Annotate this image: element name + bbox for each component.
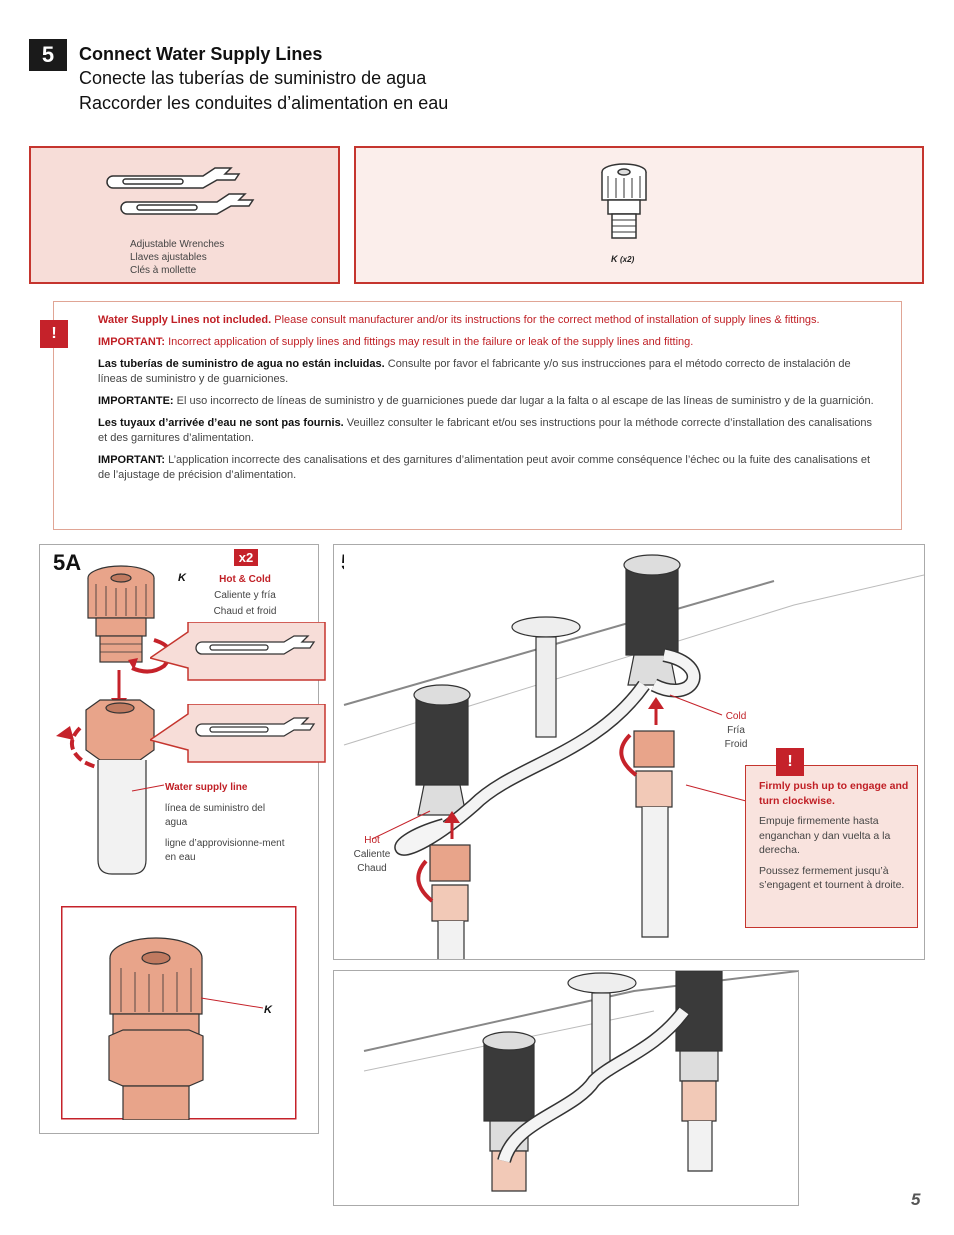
push-instruction-text: Firmly push up to engage and turn clockw…	[759, 779, 911, 899]
supply-line-leader	[131, 784, 165, 792]
qty-badge: x2	[234, 549, 258, 566]
warning-box	[53, 301, 902, 530]
water-supply-fr: ligne d’approvisionne-ment en eau	[165, 838, 285, 863]
step-title-fr: Raccorder les conduites d’alimentation e…	[79, 93, 449, 113]
tools-label: Adjustable Wrenches Llaves ajustables Cl…	[130, 238, 224, 277]
cold-label: Cold Fría Froid	[716, 710, 756, 752]
panel-5b-result	[333, 970, 799, 1206]
push-es: Empuje firmemente hasta enganchan y dan …	[759, 815, 891, 856]
panel-5a	[39, 544, 319, 1134]
hot-fr: Chaud	[357, 863, 387, 874]
page-number: 5	[911, 1190, 921, 1209]
part-k-detail-callout: K	[264, 1004, 272, 1016]
warning-p4-bold: IMPORTANTE:	[98, 395, 174, 407]
step-title-en: Connect Water Supply Lines	[79, 44, 323, 64]
panel-5b	[333, 544, 925, 960]
push-fr: Poussez fermement jusqu’à s’engagent et …	[759, 864, 905, 892]
hot-cold-fr: Chaud et froid	[213, 606, 277, 617]
warning-icon: !	[40, 320, 68, 348]
hot-cold-en: Hot & Cold	[219, 574, 271, 585]
warning-p4-text: El uso incorrecto de líneas de suministr…	[173, 395, 874, 407]
warning-p1-bold: Water Supply Lines not included.	[98, 314, 272, 326]
warning-p6-text: L’application incorrecte des canalisatio…	[98, 454, 871, 481]
part-k-callout: K	[178, 572, 186, 584]
hot-cold-label: Hot & Cold Caliente y fría Chaud et froi…	[205, 572, 285, 620]
push-instruction-box	[745, 765, 918, 928]
water-supply-en: Water supply line	[165, 782, 248, 793]
tools-box	[29, 146, 340, 284]
step-5a-label: 5A	[53, 550, 82, 575]
fitting-k-icon	[601, 163, 647, 239]
warning-p2-bold: IMPORTANT:	[98, 336, 166, 348]
cold-es: Fría	[727, 725, 745, 736]
water-supply-es: línea de suministro del agua	[165, 803, 266, 828]
tools-label-en: Adjustable Wrenches	[130, 239, 225, 250]
warning-p5-bold: Les tuyaux d’arrivée d’eau ne sont pas f…	[98, 417, 344, 429]
tools-label-fr: Clés à mollette	[130, 265, 197, 276]
hot-en: Hot	[364, 835, 380, 846]
cold-en: Cold	[725, 711, 747, 722]
warning-p1-text: Please consult manufacturer and/or its i…	[271, 314, 820, 326]
step-title-es: Conecte las tuberías de suministro de ag…	[79, 68, 427, 88]
warning-p5-text: Veuillez consulter le fabricant et/ou se…	[98, 417, 873, 444]
hot-label: Hot Caliente Chaud	[348, 834, 396, 876]
part-k-label: K (x2)	[611, 254, 634, 264]
warning-p6-bold: IMPORTANT:	[98, 454, 166, 466]
faucet-installed-illustration	[363, 971, 798, 1192]
step-number: 5	[29, 39, 67, 71]
wrench-callout-bottom	[150, 704, 326, 763]
push-en: Firmly push up to engage and turn clockw…	[759, 780, 909, 807]
faucet-install-illustration	[343, 545, 924, 959]
fitting-assembly-illustration	[56, 565, 173, 875]
water-supply-line-label: Water supply line línea de suministro de…	[165, 781, 290, 872]
warning-p3-bold: Las tuberías de suministro de agua no es…	[98, 358, 385, 370]
wrench-callout-top	[150, 622, 326, 681]
cold-fr: Froid	[724, 739, 748, 750]
fitting-detail-illustration	[61, 906, 297, 1120]
push-warning-icon: !	[776, 748, 804, 776]
adjustable-wrench-icon	[106, 167, 255, 215]
hot-es: Caliente	[353, 849, 391, 860]
part-qty: (x2)	[620, 255, 635, 264]
tools-label-es: Llaves ajustables	[130, 252, 207, 263]
warning-p2-text: Incorrect application of supply lines an…	[165, 336, 694, 348]
part-letter: K	[611, 254, 618, 264]
warning-p3-text: Consulte por favor el fabricante y/o sus…	[98, 358, 851, 385]
warning-text: Water Supply Lines not included. Please …	[98, 313, 878, 490]
hot-cold-es: Caliente y fría	[214, 590, 276, 601]
